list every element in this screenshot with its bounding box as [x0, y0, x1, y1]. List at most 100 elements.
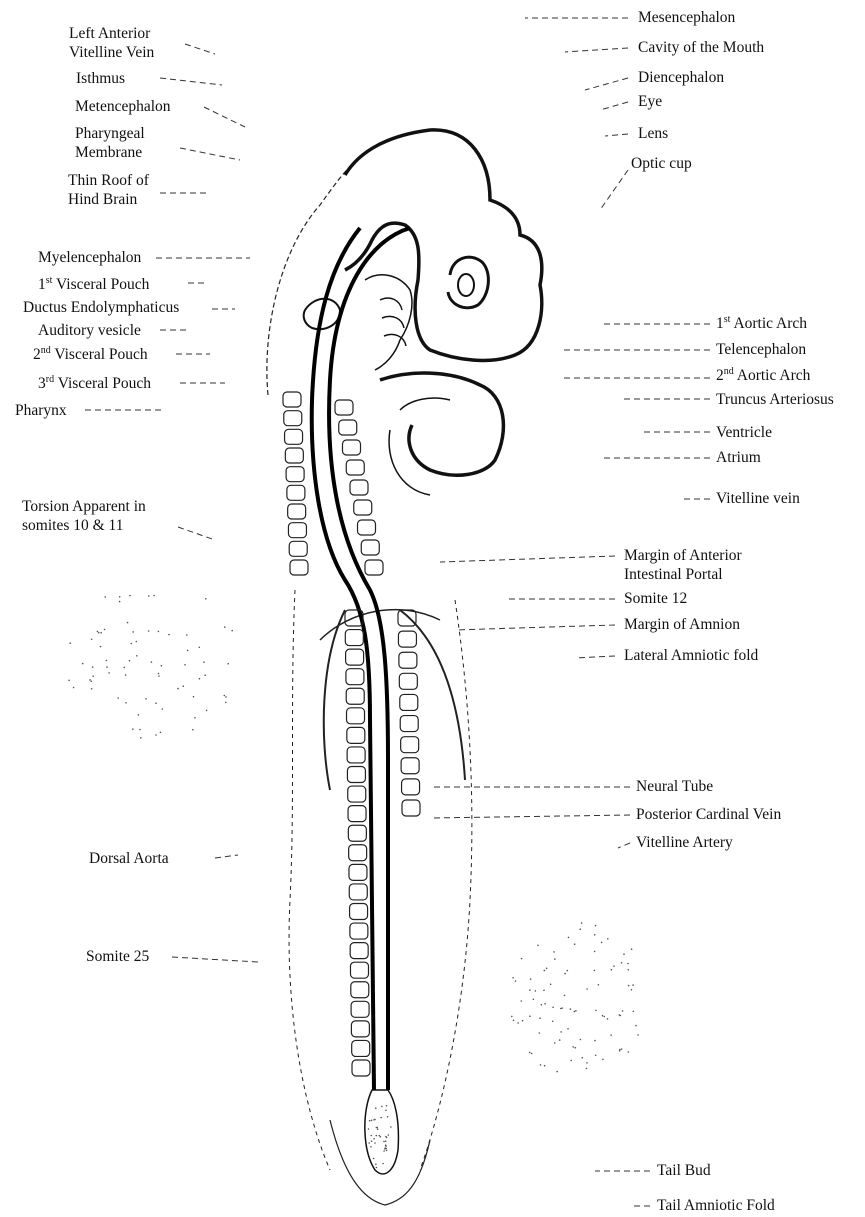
label-text: Visceral Pouch [54, 375, 151, 392]
stipple-dot [125, 702, 127, 704]
somite [346, 688, 364, 704]
stipple-dot [602, 1015, 604, 1017]
label-posterior-cardinal-vein: Posterior Cardinal Vein [636, 805, 781, 824]
stipple-dot [594, 934, 596, 936]
stipple-dot [537, 945, 539, 947]
label-line: Pharyngeal [75, 124, 145, 143]
stipple-dot [531, 1053, 533, 1055]
somite [287, 485, 305, 500]
stipple-dot [529, 989, 531, 991]
label-atrium: Atrium [716, 448, 761, 467]
leader-line-pharyngeal-membrane [180, 148, 240, 160]
stipple-dot [225, 702, 227, 704]
label-lateral-amniotic-fold: Lateral Amniotic fold [624, 646, 758, 665]
stipple-dot [619, 1049, 621, 1051]
somite [288, 523, 306, 538]
somite [347, 767, 365, 783]
stipple-dot [511, 1016, 513, 1018]
somite [343, 440, 361, 455]
stipple-dot [368, 1128, 370, 1130]
label-line: Isthmus [76, 69, 125, 88]
amnion-left-outline [289, 590, 330, 1170]
stipple-dot [370, 1146, 372, 1148]
stipple-dot [151, 661, 153, 663]
stipple-dot [117, 697, 119, 699]
stipple-dot [92, 666, 94, 668]
label-truncus-arteriosus: Truncus Arteriosus [716, 390, 834, 409]
stipple-dot [581, 922, 583, 924]
label-line: Somite 12 [624, 589, 687, 608]
label-second-aortic-arch: 2nd Aortic Arch [716, 366, 810, 385]
label-line: Vitelline Vein [69, 43, 154, 62]
label-dorsal-aorta: Dorsal Aorta [89, 849, 169, 868]
stipple-dot [184, 664, 186, 666]
stipple-dot [376, 1167, 378, 1169]
stipple-dot [199, 678, 201, 680]
stipple-dot [145, 698, 147, 700]
label-line: Vitelline vein [716, 489, 800, 508]
label-line: Mesencephalon [638, 8, 735, 27]
label-line: Tail Amniotic Fold [657, 1196, 775, 1215]
stipple-dot [168, 634, 170, 636]
label-cavity-of-the-mouth: Cavity of the Mouth [638, 38, 764, 57]
stipple-dot [227, 663, 229, 665]
stipple-dot [553, 951, 555, 953]
somite [351, 1001, 369, 1017]
stipple-dot [192, 729, 194, 731]
somite [348, 825, 366, 841]
stipple-dot [186, 634, 188, 636]
stipple-dot [381, 1106, 383, 1108]
stipple-dot [635, 1025, 637, 1027]
stipple-dot [373, 1138, 375, 1140]
leader-line-vitelline-artery [618, 843, 630, 848]
lateral-fold-left [324, 610, 345, 790]
stipple-dot [390, 1126, 392, 1128]
tail-fold-outline [330, 1120, 430, 1205]
stipple-dot [594, 1040, 596, 1042]
somite [346, 649, 364, 665]
somite [346, 669, 364, 685]
leader-line-cavity-of-the-mouth [565, 48, 628, 52]
stipple-dot [108, 672, 110, 674]
somite [284, 411, 302, 426]
stipple-dot [633, 1011, 635, 1013]
stipple-dot [129, 595, 131, 597]
stipple-dot [631, 989, 633, 991]
label-tail-bud: Tail Bud [657, 1161, 711, 1180]
stipple-dot [604, 1016, 606, 1018]
lens [458, 274, 474, 296]
label-vitelline-artery: Vitelline Artery [636, 833, 733, 852]
stipple-dot [373, 1119, 375, 1121]
stipple-dot [158, 675, 160, 677]
somite [286, 467, 304, 482]
stipple-dot [158, 631, 160, 633]
somite [350, 943, 368, 959]
somite [345, 630, 363, 646]
stipple-dot [386, 1105, 388, 1107]
stipple-dot [530, 978, 532, 980]
stipple-dot [512, 977, 514, 979]
stipple-dot [535, 990, 537, 992]
stipple-dot [579, 928, 581, 930]
stipple-dot [132, 631, 134, 633]
stipple-dot [586, 1062, 588, 1064]
label-thin-roof-of-hind-brain: Thin Roof ofHind Brain [68, 171, 149, 209]
somite [350, 923, 368, 939]
stipple-dot [97, 631, 99, 633]
label-line: Optic cup [631, 154, 692, 173]
label-ordinal-suffix: nd [724, 366, 734, 377]
stipple-dot [203, 661, 205, 663]
label-telencephalon: Telencephalon [716, 340, 806, 359]
stipple-dot [543, 990, 545, 992]
stipple-dot [124, 667, 126, 669]
label-mesencephalon: Mesencephalon [638, 8, 735, 27]
stipple-dot [98, 632, 100, 634]
label-isthmus: Isthmus [76, 69, 125, 88]
label-vitelline-vein: Vitelline vein [716, 489, 800, 508]
stipple-dot [375, 1163, 377, 1165]
stipple-dot [100, 646, 102, 648]
label-text: Aortic Arch [730, 315, 807, 332]
label-line: Metencephalon [75, 97, 171, 116]
stipple-dot [632, 984, 634, 986]
stipple-dot [574, 1011, 576, 1013]
